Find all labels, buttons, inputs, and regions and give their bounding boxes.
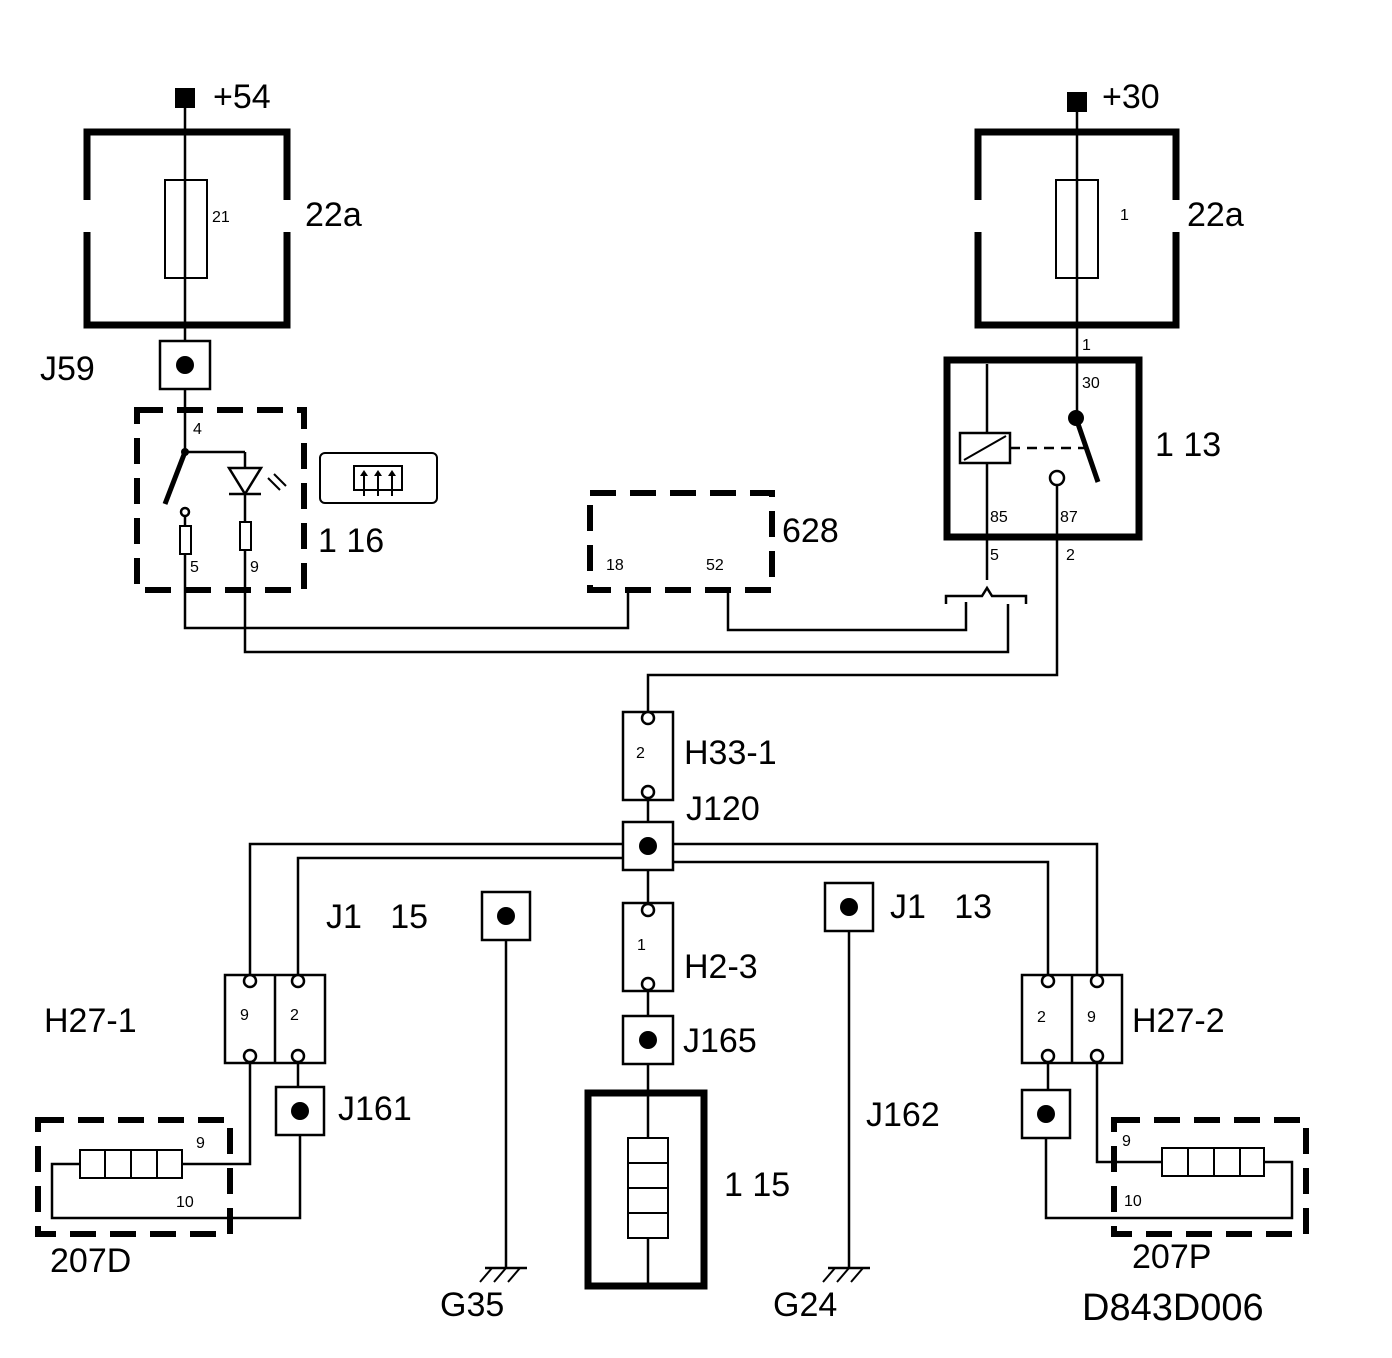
module-pin-52: 52	[706, 557, 724, 574]
fuse-right-number: 1	[1120, 207, 1129, 224]
junction-j59: J59	[40, 339, 212, 391]
j59-label: J59	[40, 350, 95, 388]
heater-207p-label: 207P	[1132, 1238, 1211, 1276]
junction-j120: J120	[621, 790, 760, 872]
ground-g24-icon: G24	[773, 1266, 870, 1324]
relay-113: 1 30 85 87 5 2 1 13	[646, 337, 1221, 712]
connector-h27-1: 9 2 H27-1	[44, 973, 327, 1065]
relay-pin-30: 30	[1082, 375, 1100, 392]
ground-g35-label: G35	[440, 1286, 504, 1324]
j113-label: J1 13	[890, 888, 992, 926]
relay-label: 1 13	[1155, 426, 1221, 464]
supply-left-label: +54	[213, 78, 271, 116]
h33-pin: 2	[636, 745, 645, 762]
switch-label: 1 16	[318, 522, 384, 560]
relay-pin-1: 1	[1082, 337, 1091, 354]
relay-pin-2: 2	[1066, 547, 1075, 564]
h27-1-pin-b: 2	[290, 1007, 299, 1024]
junction-j115: J1 15	[326, 890, 532, 942]
fuse-box-right: 1 22a	[974, 128, 1244, 329]
module-pin-18: 18	[606, 557, 624, 574]
switch-pin-4: 4	[193, 421, 202, 438]
connector-h33-1: 2 H33-1	[621, 710, 777, 802]
h27-1-pin-a: 9	[240, 1007, 249, 1024]
fuse-box-left: 21 22a	[83, 128, 362, 329]
j165-label: J165	[683, 1022, 757, 1060]
component-115: 1 15	[584, 1089, 790, 1290]
supply-right-label: +30	[1102, 78, 1160, 116]
j115-label: J1 15	[326, 898, 428, 936]
h27-2-pin-b: 9	[1087, 1009, 1096, 1026]
h27-2-pin-a: 2	[1037, 1009, 1046, 1026]
j161-label: J161	[338, 1090, 412, 1128]
switch-116: 4 5 9 1 16	[134, 407, 438, 593]
junction-j162	[1020, 1088, 1072, 1140]
fuse-box-left-label: 22a	[305, 196, 362, 234]
h2-label: H2-3	[684, 948, 758, 986]
ground-g24-label: G24	[773, 1286, 837, 1324]
h33-label: H33-1	[684, 734, 777, 772]
h2-pin: 1	[637, 937, 646, 954]
supply-left: +54	[175, 78, 271, 116]
switch-pin-9: 9	[250, 559, 259, 576]
heater-207d-label: 207D	[50, 1242, 131, 1280]
junction-j113: J1 13	[823, 881, 992, 933]
component-115-label: 1 15	[724, 1166, 790, 1204]
diagram-code: D843D006	[1082, 1287, 1264, 1329]
module-label: 628	[782, 512, 839, 550]
heater-207p-pin-top: 9	[1122, 1133, 1131, 1150]
j162-label: J162	[866, 1096, 940, 1134]
relay-pin-5: 5	[990, 547, 999, 564]
supply-right: +30	[1067, 78, 1160, 116]
junction-j165: J165	[621, 1014, 757, 1066]
module-628: 18 52 628	[587, 490, 839, 593]
heater-207p-pin-bottom: 10	[1124, 1193, 1142, 1210]
j120-label: J120	[686, 790, 760, 828]
h27-1-label: H27-1	[44, 1002, 137, 1040]
junction-j161: J161	[274, 1085, 412, 1137]
fuse-box-right-label: 22a	[1187, 196, 1244, 234]
ground-g35-icon: G35	[440, 1266, 527, 1324]
switch-pin-5: 5	[190, 559, 199, 576]
relay-pin-85: 85	[990, 509, 1008, 526]
heater-207d-pin-top: 9	[196, 1135, 205, 1152]
connector-h27-2: 2 9 H27-2	[1020, 973, 1225, 1065]
heater-207d-pin-bottom: 10	[176, 1194, 194, 1211]
h27-2-label: H27-2	[1132, 1002, 1225, 1040]
relay-pin-87: 87	[1060, 509, 1078, 526]
connector-h2-3: 1 H2-3	[621, 901, 758, 993]
heater-207d: 9 10 207D	[35, 1062, 302, 1280]
fuse-left-number: 21	[212, 209, 230, 226]
heater-207p: 9 10 207P	[1044, 1062, 1309, 1276]
